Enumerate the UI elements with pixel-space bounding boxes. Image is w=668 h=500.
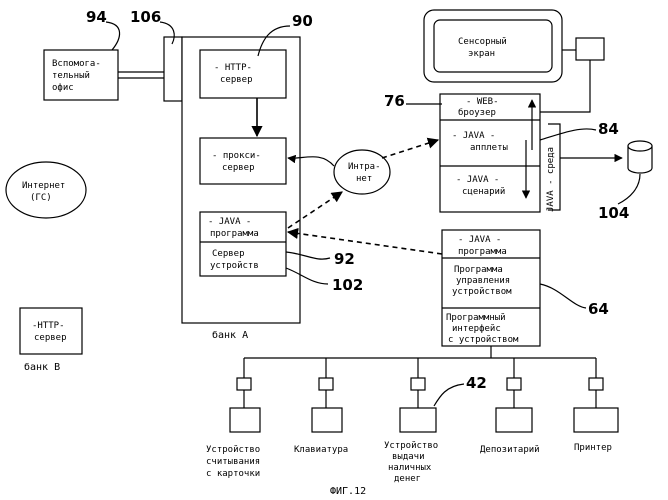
keyboard-box xyxy=(312,408,342,432)
java-program-b-node: - JAVA -программа Программауправленияуст… xyxy=(442,230,540,346)
card-reader-box xyxy=(230,408,260,432)
ref-42-leader xyxy=(434,384,464,406)
ref-92: 92 xyxy=(334,250,355,268)
bank-b-label: банк В xyxy=(24,361,60,373)
depository-label: Депозитарий xyxy=(480,445,540,455)
cash-dispenser-label: Устройствовыдачиналичныхденег xyxy=(384,441,438,484)
intranet-to-browser-dashed xyxy=(382,140,438,158)
ref-102: 102 xyxy=(332,276,363,294)
keyboard-port xyxy=(319,378,333,390)
touch-screen-node: Сенсорныйэкран xyxy=(424,10,562,82)
cash-dispenser-box xyxy=(400,408,436,432)
http-server-a-box xyxy=(200,50,286,98)
keyboard-label: Клавиатура xyxy=(294,445,348,455)
depository-port xyxy=(507,378,521,390)
ref-76: 76 xyxy=(384,92,405,110)
ref-64: 64 xyxy=(588,300,609,318)
cash-dispenser-port xyxy=(411,378,425,390)
proxy-server-node: - прокси-сервер xyxy=(200,138,286,184)
http-server-a-node: - HTTP-сервер xyxy=(200,50,286,98)
figure-caption: ФИГ.12 xyxy=(330,486,366,497)
printer-box xyxy=(574,408,618,432)
intranet-node xyxy=(334,150,390,194)
printer-port xyxy=(589,378,603,390)
ref-64-leader xyxy=(540,284,586,308)
card-reader-label: Устройствосчитыванияс карточки xyxy=(206,445,260,479)
ref-84: 84 xyxy=(598,120,619,138)
java-env-label: JAVA - среда xyxy=(546,147,556,212)
ref-106: 106 xyxy=(130,8,161,26)
card-reader-port xyxy=(237,378,251,390)
http-server-b-box xyxy=(20,308,82,354)
connector-106 xyxy=(164,37,182,101)
ref-42: 42 xyxy=(466,374,487,392)
bank-a-label: банк А xyxy=(212,329,248,341)
ref-90: 90 xyxy=(292,12,313,30)
storage-104 xyxy=(628,141,652,173)
device-cash-dispenser: Устройствовыдачиналичныхденег xyxy=(384,358,438,484)
printer-label: Принтер xyxy=(574,443,612,453)
ref-94: 94 xyxy=(86,8,107,26)
touch-screen-controller xyxy=(576,38,604,60)
ref-104-leader xyxy=(618,174,640,204)
ref-104: 104 xyxy=(598,204,629,222)
device-printer: Принтер xyxy=(574,358,618,453)
aux-office-node: Вспомога-тельныйофис xyxy=(44,50,118,100)
device-keyboard: Клавиатура xyxy=(294,358,348,455)
java-program-a-node: - JAVA -программа Серверустройств xyxy=(200,212,286,276)
depository-box xyxy=(496,408,532,432)
ref-84-leader xyxy=(540,129,596,140)
ref-94-leader xyxy=(106,22,120,50)
device-depository: Депозитарий xyxy=(480,358,540,455)
storage-cylinder-top xyxy=(628,141,652,151)
browser-stack-node: - WEB-броузер - JAVA -апплеты - JAVA -сц… xyxy=(440,94,540,212)
java-b-to-java-a-dashed xyxy=(288,232,442,254)
proxy-server-box xyxy=(200,138,286,184)
device-card-reader: Устройствосчитыванияс карточки xyxy=(206,358,260,479)
